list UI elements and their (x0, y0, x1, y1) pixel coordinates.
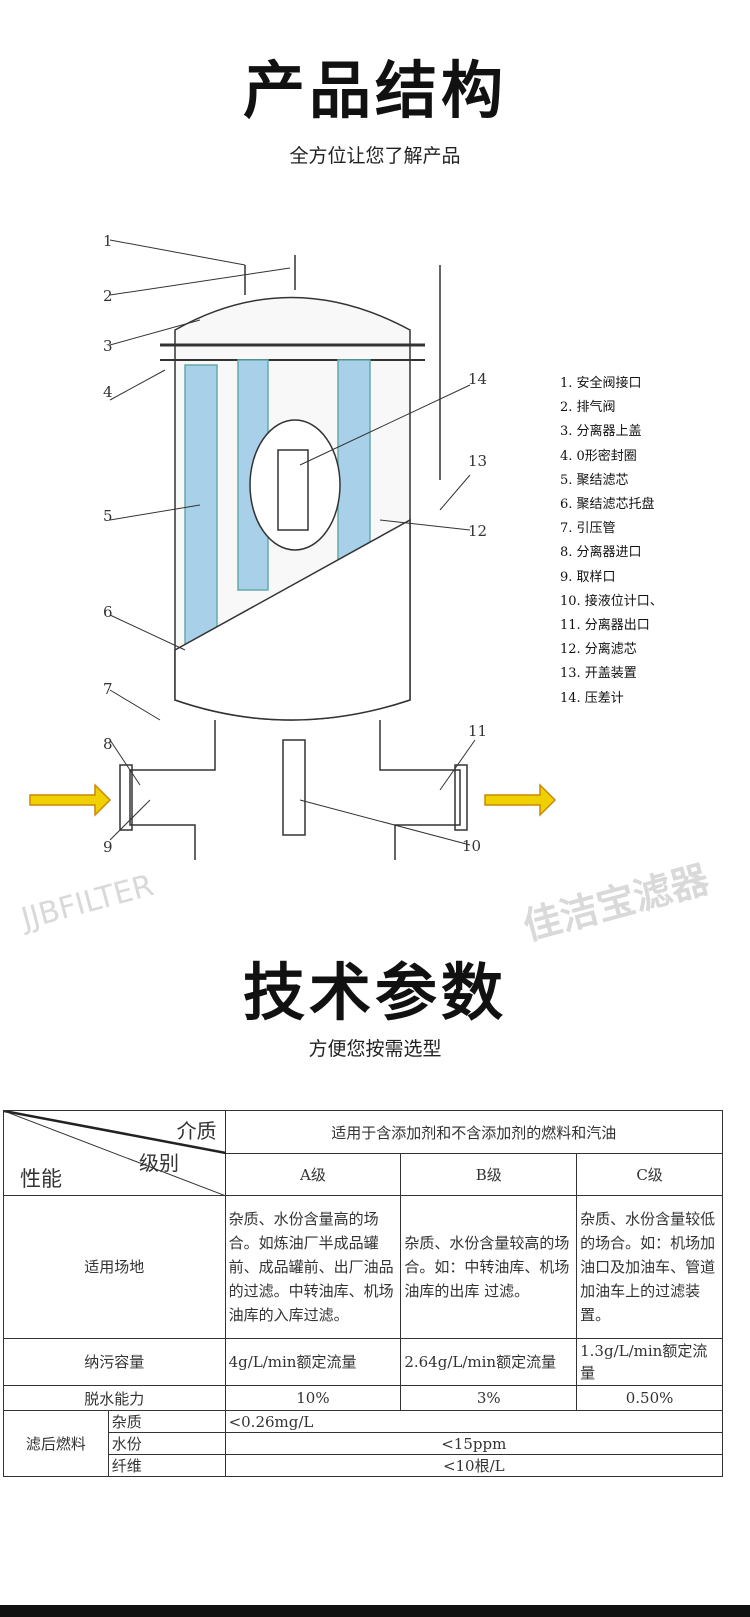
flow-arrows (29, 783, 557, 817)
legend-item: 7. 引压管 (560, 521, 616, 537)
table-row: 滤后燃料 杂质 <0.26mg/L (3, 1410, 724, 1477)
params-title: 技术参数 (242, 956, 507, 1029)
legend-item: 11. 分离器出口 (560, 618, 650, 634)
bottom-bar (0, 1605, 750, 1617)
grade-a: A级 (224, 1153, 402, 1196)
callout-lines (109, 239, 476, 846)
spec-table: 介质 级别 性能 适用于含添加剂和不含添加剂的燃料和汽油 A级 B级 C级 适用… (3, 1110, 724, 1477)
legend-item: 6. 聚结滤芯托盘 (560, 497, 655, 513)
structure-title: 产品结构 (242, 54, 507, 127)
legend-item: 3. 分离器上盖 (560, 424, 642, 440)
table-row: 水份 <15ppm (4, 1432, 724, 1455)
legend-item: 12. 分离滤芯 (560, 642, 637, 658)
table-row: 纤维 <10根/L (4, 1454, 724, 1477)
structure-subtitle: 全方位让您了解产品 (289, 145, 461, 167)
grade-b: B级 (400, 1153, 578, 1196)
params-subtitle: 方便您按需选型 (308, 1038, 442, 1060)
table-row: 适用场地 杂质、水份含量高的场合。如炼油厂半成品罐前、成品罐前、出厂油品的过滤。… (3, 1195, 723, 1339)
corner-header: 介质 级别 性能 (3, 1110, 226, 1196)
separator-structure-diagram (29, 239, 557, 860)
legend-item: 14. 压差计 (560, 690, 624, 706)
grade-c: C级 (576, 1153, 723, 1196)
legend-item: 2. 排气阀 (560, 400, 616, 416)
parts-legend: 1. 安全阀接口 2. 排气阀 3. 分离器上盖 4. 0形密封圈 5. 聚结滤… (560, 372, 663, 711)
legend-item: 8. 分离器进口 (560, 545, 642, 561)
watermark-en: JJBFILTER (17, 868, 158, 937)
legend-item: 13. 开盖装置 (560, 666, 637, 682)
legend-item: 10. 接液位计口、 (560, 593, 663, 609)
table-row: 脱水能力 10% 3% 0.50% (3, 1385, 723, 1411)
table-row: 纳污容量 4g/L/min额定流量 2.64g/L/min额定流量 1.3g/L… (3, 1338, 723, 1386)
medium-value: 适用于含添加剂和不含添加剂的燃料和汽油 (224, 1110, 724, 1154)
legend-item: 9. 取样口 (560, 569, 616, 585)
legend-item: 4. 0形密封圈 (560, 448, 637, 464)
legend-item: 1. 安全阀接口 (560, 376, 642, 391)
legend-item: 5. 聚结滤芯 (560, 472, 629, 488)
